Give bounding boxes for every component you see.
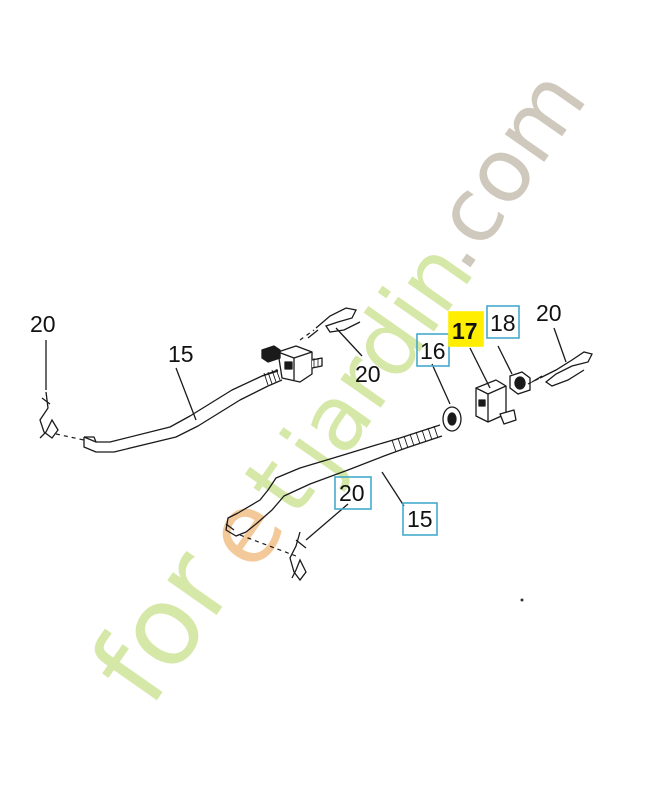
upper-rod [83, 368, 283, 453]
part-17-block [475, 379, 517, 425]
part-16-nut [442, 406, 462, 432]
callout-16: 16 [420, 338, 446, 364]
callout-20-right: 20 [536, 300, 562, 326]
clip-upper-mid [307, 307, 361, 339]
callout-17: 17 [452, 318, 478, 344]
stray-dot [520, 598, 524, 602]
lower-rod [225, 424, 443, 537]
callout-15-left: 15 [168, 341, 194, 367]
clip-lower-mid [289, 531, 307, 582]
callout-18: 18 [490, 310, 516, 336]
callout-box-20-lower [334, 476, 372, 510]
part-18-nut [509, 371, 531, 395]
callout-20-left: 20 [30, 311, 56, 337]
clip-right [531, 351, 593, 387]
callout-boxes [334, 305, 520, 536]
callout-20-upper-mid: 20 [355, 361, 381, 387]
callout-box-16 [416, 333, 450, 367]
callout-20-lower-mid: 20 [339, 480, 365, 506]
callout-box-15-lower [402, 502, 438, 536]
callout-box-17 [448, 311, 484, 347]
callout-15-lower: 15 [407, 506, 433, 532]
callouts: 20 15 20 17 18 20 16 20 15 [30, 300, 562, 532]
callout-box-18 [486, 305, 520, 339]
clip-left [39, 391, 59, 439]
upper-bracket [261, 345, 323, 383]
assembly-lines [55, 329, 541, 557]
leader-lines [45, 327, 567, 541]
